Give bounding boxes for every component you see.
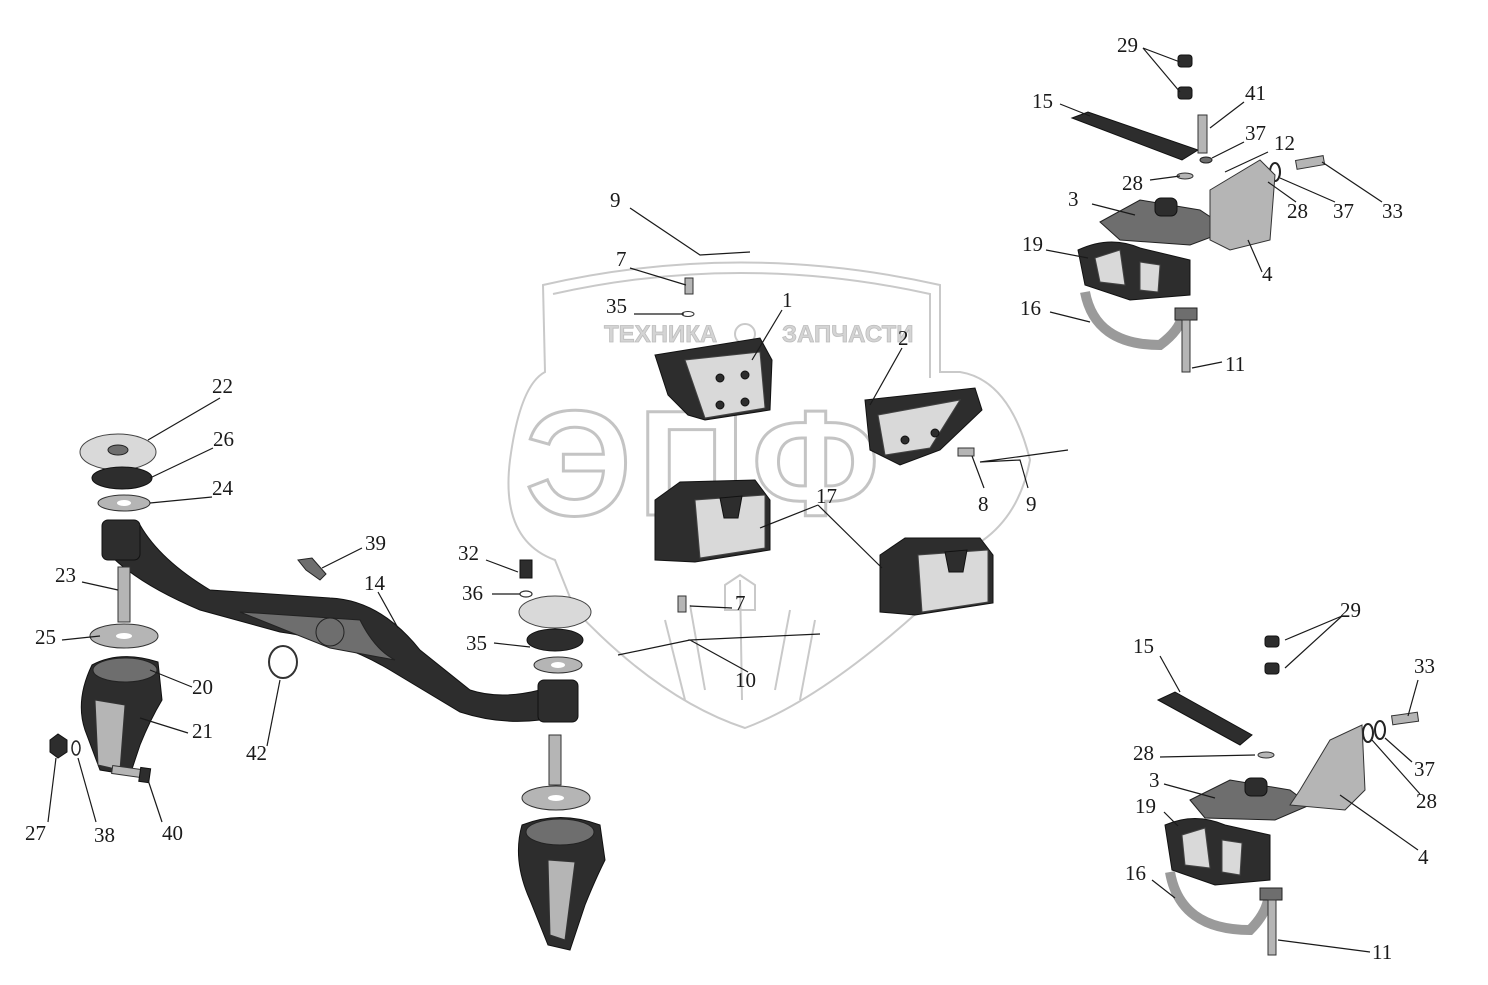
watermark-shield-outline	[507, 261, 1032, 730]
callout-33-top: 33	[1382, 199, 1403, 223]
callout-24: 24	[212, 476, 234, 500]
callout-23: 23	[55, 563, 76, 587]
callout-11-bottom: 11	[1372, 940, 1392, 964]
nut-29-bottom-b	[1264, 662, 1280, 675]
bolt-41	[1197, 114, 1208, 154]
callout-29-bottom: 29	[1340, 598, 1361, 622]
callout-29-top: 29	[1117, 33, 1138, 57]
callout-15-top: 15	[1032, 89, 1053, 113]
callout-14: 14	[364, 571, 386, 595]
callout-16-bottom: 16	[1125, 861, 1146, 885]
callout-38: 38	[94, 823, 115, 847]
callout-33-bottom: 33	[1414, 654, 1435, 678]
callout-9-top: 9	[610, 188, 621, 212]
callout-3-top: 3	[1068, 187, 1079, 211]
callout-25: 25	[35, 625, 56, 649]
callout-12: 12	[1274, 131, 1295, 155]
callout-42: 42	[246, 741, 267, 765]
washer-28-bottom	[1257, 751, 1275, 759]
callout-41: 41	[1245, 81, 1266, 105]
clamp-16-bottom	[1259, 887, 1283, 901]
bolt-11-top	[1181, 319, 1191, 373]
callout-28-top-b: 28	[1287, 199, 1308, 223]
callout-28-top-a: 28	[1122, 171, 1143, 195]
callout-35-center: 35	[606, 294, 627, 318]
callout-21: 21	[192, 719, 213, 743]
plate-15-top	[1070, 111, 1200, 161]
fitting-39	[297, 557, 327, 581]
nut-29-bottom-a	[1264, 635, 1280, 648]
washer-37-bottom	[1374, 720, 1386, 740]
callout-1: 1	[782, 288, 793, 312]
nut-29-top-a	[1177, 54, 1193, 68]
callout-32: 32	[458, 541, 479, 565]
pin-23	[117, 566, 131, 623]
callout-37-top-a: 37	[1245, 121, 1266, 145]
axle-beam	[101, 519, 579, 723]
callout-40: 40	[162, 821, 183, 845]
rubber-pad-26	[91, 466, 153, 490]
bolt-7-lower	[677, 595, 687, 613]
callout-27: 27	[25, 821, 46, 845]
callout-26: 26	[213, 427, 234, 451]
leader-lines	[47, 47, 1421, 953]
callout-19-top: 19	[1022, 232, 1043, 256]
clamp-16-top	[1174, 307, 1198, 321]
callout-37-top-b: 37	[1333, 199, 1354, 223]
bolt-11-bottom	[1267, 899, 1277, 956]
callout-17: 17	[816, 484, 837, 508]
callout-22: 22	[212, 374, 233, 398]
rubber-support-19-bottom	[1164, 818, 1271, 886]
watermark-wheat-icon	[664, 573, 816, 701]
callout-7-top: 7	[616, 247, 627, 271]
bolt-33-bottom	[1391, 711, 1420, 726]
callout-8: 8	[978, 492, 989, 516]
bracket-4-top	[1209, 159, 1276, 251]
callout-15-bottom: 15	[1133, 634, 1154, 658]
bolt-33-top	[1294, 155, 1326, 170]
callout-37-bottom: 37	[1414, 757, 1435, 781]
watermark-text-right: ЗАПЧАСТИ	[782, 321, 914, 348]
rubber-cushion-20	[92, 657, 158, 683]
callout-28-bottom-a: 28	[1133, 741, 1154, 765]
callout-7-lower: 7	[735, 591, 746, 615]
washer-36	[519, 590, 533, 598]
rubber-support-19-top	[1077, 241, 1191, 301]
callout-labels: 22 26 24 23 25 20 21 27 38 40 39 14 42 3…	[25, 33, 1437, 964]
callout-20: 20	[192, 675, 213, 699]
cushion-plate-35	[518, 595, 592, 629]
axle-right-boss	[537, 679, 579, 723]
callout-9-right: 9	[1026, 492, 1037, 516]
bolt-32	[519, 559, 533, 579]
callout-39: 39	[365, 531, 386, 555]
callout-28-bottom-b: 28	[1416, 789, 1437, 813]
washer-28-bottom-b	[1362, 723, 1374, 743]
axle-left-boss	[101, 519, 141, 561]
washer-12	[1199, 156, 1213, 164]
callout-16-top: 16	[1020, 296, 1041, 320]
washer-38	[71, 740, 81, 756]
callout-3-bottom: 3	[1149, 768, 1160, 792]
callout-35-left: 35	[466, 631, 487, 655]
callout-19-bottom: 19	[1135, 794, 1156, 818]
bolt-8	[957, 447, 975, 457]
callout-10: 10	[735, 668, 756, 692]
watermark-text-left: ТЕХНИКА	[604, 321, 717, 348]
callout-11-top: 11	[1225, 352, 1245, 376]
plate-15-bottom	[1156, 691, 1253, 746]
bracket-4-bottom	[1289, 724, 1366, 811]
axle-pivot-bushing	[315, 617, 345, 647]
bolt-7-top	[684, 277, 694, 295]
callout-4-top: 4	[1262, 262, 1273, 286]
retaining-ring-42	[268, 645, 298, 679]
callout-36: 36	[462, 581, 483, 605]
nut-29-top-b	[1177, 86, 1193, 100]
pin-lower	[548, 734, 562, 786]
callout-2: 2	[898, 326, 909, 350]
nut-27	[49, 733, 68, 759]
callout-4-bottom: 4	[1418, 845, 1429, 869]
